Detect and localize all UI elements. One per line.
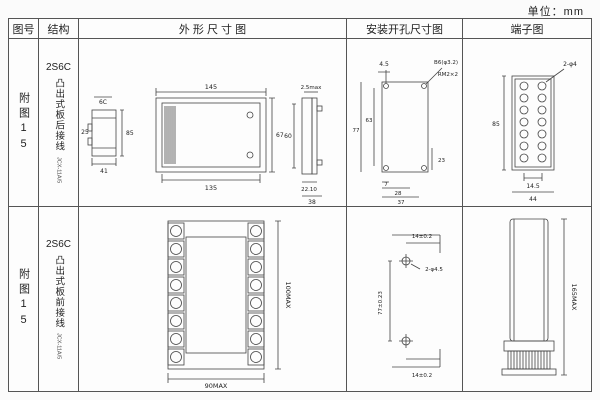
dim-terminal-height: 85 xyxy=(492,121,500,128)
unit-label: 单位：mm xyxy=(527,6,584,18)
row2-type-code: JCX-11A/5 xyxy=(55,333,62,360)
row2-mounting-drawing: 14±0.2 2-φ4.5 77±0.23 14±0.2 xyxy=(378,234,443,379)
row2-fig-cell: 附图15 xyxy=(9,207,39,391)
dim-bottom: 14±0.2 xyxy=(411,373,431,379)
row1-fig-cell: 附图15 xyxy=(9,39,39,207)
header-fig-no: 图号 xyxy=(9,19,39,39)
drill-holes xyxy=(387,234,440,368)
header-mounting-dims: 安装开孔尺寸图 xyxy=(347,19,463,39)
dim-rear-d1: 22.10 xyxy=(301,187,317,193)
row1-terminal-cell: 2-φ4 85 14.5 44 xyxy=(463,39,591,207)
dim-height-max: 165MAX xyxy=(570,284,578,311)
dim-front-width-bottom: 135 xyxy=(204,184,216,192)
dim-screw-spec: RM2×2 xyxy=(437,72,457,78)
row1-outline-cell: 6C 25 85 41 145 135 67 xyxy=(79,39,347,207)
row2-outline-drawing: 100MAX 90MAX xyxy=(167,220,292,390)
row1-terminal-drawing: 2-φ4 85 14.5 44 xyxy=(492,61,577,203)
dim-terminal-width: 44 xyxy=(529,196,537,203)
dim-hole-spec: 2-φ4.5 xyxy=(425,267,443,273)
row2-outline-cell: 100MAX 90MAX xyxy=(79,207,347,391)
dim-bottom-3: 37 xyxy=(397,200,404,206)
front-view-terminals xyxy=(167,220,281,383)
dim-side-label: 6C xyxy=(98,99,106,106)
terminal-block xyxy=(502,68,565,192)
row1-mounting-cell: 4.5 B6(φ3.2) RM2×2 77 63 7 28 37 23 xyxy=(347,39,463,207)
dim-side-width: 41 xyxy=(100,168,108,175)
spec-table: 图号 结构 外 形 尺 寸 图 安装开孔尺寸图 端子图 附图15 2S6C 凸出… xyxy=(8,18,592,392)
dim-width-max: 90MAX xyxy=(204,382,227,390)
dim-outer-height: 77 xyxy=(352,128,359,134)
dim-terminal-hole: 2-φ4 xyxy=(563,61,577,68)
dim-height-max: 100MAX xyxy=(284,282,292,309)
row2-terminal-cell: 165MAX xyxy=(463,207,591,391)
row2-mounting-cell: 14±0.2 2-φ4.5 77±0.23 14±0.2 xyxy=(347,207,463,391)
dim-rear-d2: 38 xyxy=(308,199,316,206)
dim-side-depth: 25 xyxy=(81,129,89,136)
row1-fig-no: 附图15 xyxy=(17,91,30,154)
rear-side-view xyxy=(291,91,322,196)
dim-right: 23 xyxy=(438,158,445,164)
dim-front-height: 67 xyxy=(276,132,284,139)
front-view xyxy=(155,87,275,183)
dim-inner-height: 63 xyxy=(365,118,372,124)
row1-model: 2S6C xyxy=(45,62,71,74)
row2-model: 2S6C xyxy=(45,238,71,250)
dim-hole-spec: B6(φ3.2) xyxy=(434,60,458,66)
row1-structure-cell: 2S6C 凸出式板后接线 JCX-11A/5 xyxy=(39,39,79,207)
row1-outline-drawing: 6C 25 85 41 145 135 67 xyxy=(81,83,322,206)
side-view-small xyxy=(87,96,124,166)
dim-side-height: 85 xyxy=(126,130,134,137)
dim-bottom-2: 28 xyxy=(394,191,401,197)
dim-front-width-top: 145 xyxy=(204,83,216,91)
row2-fig-no: 附图15 xyxy=(17,268,30,330)
dim-corner: 4.5 xyxy=(379,61,389,68)
row2-mount-desc: 凸出式板前接线 xyxy=(53,254,65,329)
dim-vertical: 77±0.23 xyxy=(378,291,384,315)
dim-rear-height: 60 xyxy=(284,133,292,140)
row1-mount-desc: 凸出式板后接线 xyxy=(53,78,65,152)
row2-structure-cell: 2S6C 凸出式板前接线 JCX-11A/5 xyxy=(39,207,79,391)
dim-terminal-pitch: 14.5 xyxy=(526,183,540,190)
row1-type-code: JCX-11A/5 xyxy=(55,156,62,183)
dim-top: 14±0.2 xyxy=(411,234,431,240)
row1-mounting-drawing: 4.5 B6(φ3.2) RM2×2 77 63 7 28 37 23 xyxy=(352,60,458,206)
header-outline-dims: 外 形 尺 寸 图 xyxy=(79,19,347,39)
cutout-outline xyxy=(360,67,442,197)
row2-terminal-drawing: 165MAX xyxy=(501,218,578,376)
header-structure: 结构 xyxy=(39,19,79,39)
dim-bezel-max: 2.5max xyxy=(300,85,321,91)
header-terminal-diagram: 端子图 xyxy=(463,19,591,39)
dim-bottom-1: 7 xyxy=(384,182,388,188)
relay-side-profile xyxy=(501,218,567,376)
